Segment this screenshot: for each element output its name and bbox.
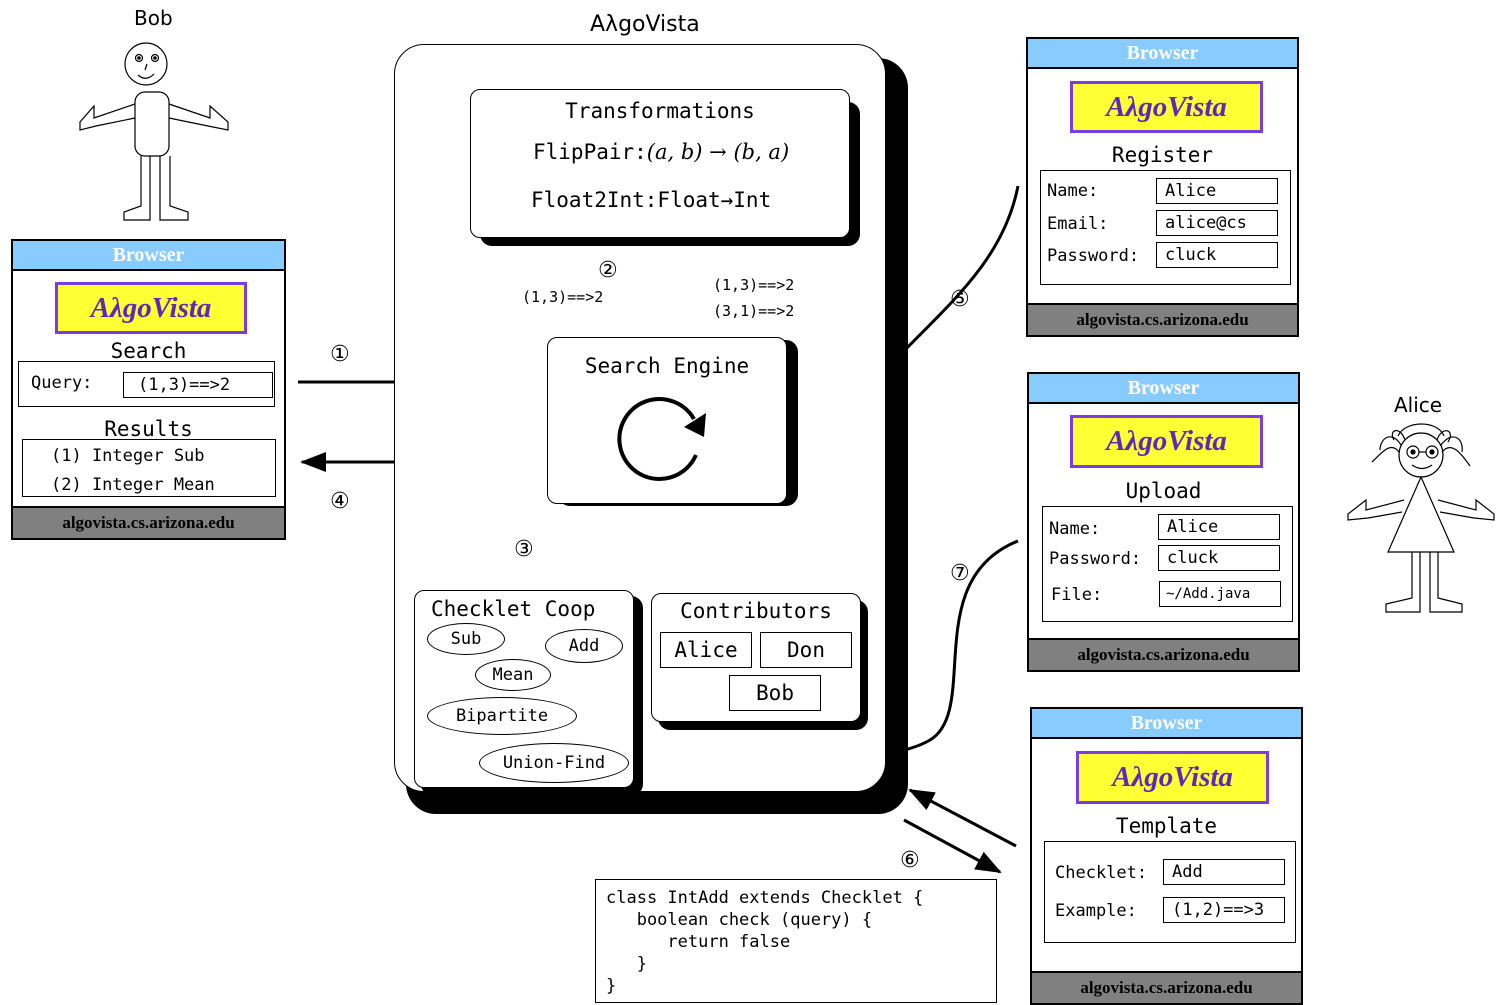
arrow-step-6-up [908, 788, 1017, 848]
register-email-field[interactable]: alice@cs [1156, 210, 1278, 236]
transformations-title: Transformations [565, 99, 755, 123]
contributor-alice: Alice [660, 632, 752, 668]
browser-title-bar: Browser [1029, 374, 1298, 404]
algovista-logo: AλgoVista [1076, 751, 1269, 804]
template-heading: Template [1115, 814, 1218, 838]
query-panel: Query: (1,3)==>2 [18, 361, 275, 407]
bob-label: Bob [134, 6, 173, 30]
search-engine-box: Search Engine [547, 337, 787, 504]
contributor-bob: Bob [729, 675, 821, 711]
template-checklet-label: Checklet: [1055, 863, 1148, 883]
browser-title-bar: Browser [13, 241, 284, 271]
register-heading: Register [1111, 143, 1214, 167]
code-line-4: } [606, 954, 647, 974]
template-example-label: Example: [1055, 901, 1137, 921]
flip-pair-name: FlipPair: [533, 140, 647, 164]
upload-file-field[interactable]: ~/Add.java [1159, 581, 1281, 607]
result-item-1[interactable]: (1) Integer Sub [51, 446, 205, 466]
browser-url-bar[interactable]: algovista.cs.arizona.edu [1028, 303, 1297, 335]
arrow-step-6-down [903, 818, 1002, 874]
template-form: Checklet: Add Example: (1,2)==>3 [1044, 841, 1296, 943]
code-line-5: } [606, 976, 617, 996]
template-example-field[interactable]: (1,2)==>3 [1163, 897, 1285, 923]
browser-title-bar: Browser [1032, 709, 1301, 739]
checklet-code-box: class IntAdd extends Checklet { boolean … [595, 879, 997, 1003]
upload-form: Name: Alice Password: cluck File: ~/Add.… [1042, 506, 1293, 622]
code-line-2: boolean check (query) { [606, 910, 873, 930]
step-5-marker: ⑤ [950, 287, 970, 312]
register-browser-window: Browser AλgoVista Register Name: Alice E… [1026, 37, 1299, 337]
search-browser-window: Browser AλgoVista Search Query: (1,3)==>… [11, 239, 286, 540]
register-name-label: Name: [1047, 181, 1099, 201]
checklet-sub: Sub [427, 623, 505, 655]
algovista-logo: AλgoVista [55, 282, 247, 334]
flip-pair-math: (a, b) → (b, a) [646, 140, 790, 164]
transformations-box: Transformations FlipPair:(a, b) → (b, a)… [470, 89, 850, 238]
float2int-line: Float2Int:Float→Int [531, 188, 772, 212]
browser-url-bar[interactable]: algovista.cs.arizona.edu [13, 506, 284, 538]
step-6-marker: ⑥ [900, 848, 920, 873]
checklet-union-find: Union-Find [479, 743, 629, 783]
query-input[interactable]: (1,3)==>2 [123, 372, 273, 398]
template-checklet-field[interactable]: Add [1163, 859, 1285, 885]
upload-password-field[interactable]: cluck [1158, 545, 1280, 571]
checklet-coop-box: Checklet Coop Sub Add Mean Bipartite Uni… [414, 590, 634, 788]
step-4-marker: ④ [330, 489, 350, 514]
checklet-mean: Mean [475, 659, 551, 691]
checklet-bipartite: Bipartite [427, 697, 577, 735]
register-email-label: Email: [1047, 214, 1109, 234]
alice-label: Alice [1394, 393, 1443, 417]
upload-password-label: Password: [1049, 549, 1142, 569]
result-item-2[interactable]: (2) Integer Mean [51, 475, 215, 495]
system-title: AλgoVista [590, 12, 700, 37]
results-panel: (1) Integer Sub (2) Integer Mean [22, 439, 276, 497]
step-2-marker: ② [598, 258, 618, 283]
contributor-don: Don [760, 632, 852, 668]
query-label-from-2: (3,1)==>2 [713, 302, 795, 320]
upload-file-label: File: [1051, 585, 1103, 605]
upload-name-label: Name: [1049, 519, 1101, 539]
register-form: Name: Alice Email: alice@cs Password: cl… [1040, 170, 1291, 285]
step-1-marker: ① [330, 342, 350, 367]
contributors-box: Contributors Alice Don Bob [651, 593, 861, 722]
browser-title-bar: Browser [1028, 39, 1297, 69]
flip-pair-line: FlipPair:(a, b) → (b, a) [533, 140, 789, 164]
algovista-logo: AλgoVista [1070, 81, 1263, 133]
alice-figure [1347, 423, 1495, 613]
refresh-cycle-icon [617, 396, 706, 481]
search-heading: Search [110, 339, 187, 363]
template-browser-window: Browser AλgoVista Template Checklet: Add… [1030, 707, 1303, 1005]
checklet-add: Add [545, 629, 623, 663]
step-3-marker: ③ [514, 537, 534, 562]
upload-name-field[interactable]: Alice [1158, 514, 1280, 540]
query-label: Query: [31, 373, 93, 393]
register-name-field[interactable]: Alice [1156, 178, 1278, 204]
results-heading: Results [104, 417, 193, 441]
contributors-title: Contributors [680, 599, 832, 623]
browser-url-bar[interactable]: algovista.cs.arizona.edu [1029, 638, 1298, 670]
search-engine-title: Search Engine [584, 354, 750, 378]
upload-heading: Upload [1125, 479, 1202, 503]
code-line-3: return false [606, 932, 791, 952]
code-line-1: class IntAdd extends Checklet { [606, 888, 924, 908]
upload-browser-window: Browser AλgoVista Upload Name: Alice Pas… [1027, 372, 1300, 672]
checklet-coop-title: Checklet Coop [431, 597, 596, 621]
query-label-to-transform: (1,3)==>2 [522, 288, 604, 306]
query-label-from-1: (1,3)==>2 [713, 276, 795, 294]
bob-figure [79, 42, 229, 221]
browser-url-bar[interactable]: algovista.cs.arizona.edu [1032, 971, 1301, 1003]
register-password-field[interactable]: cluck [1156, 242, 1278, 268]
register-password-label: Password: [1047, 246, 1140, 266]
step-7-marker: ⑦ [950, 561, 970, 586]
algovista-logo: AλgoVista [1070, 415, 1263, 468]
